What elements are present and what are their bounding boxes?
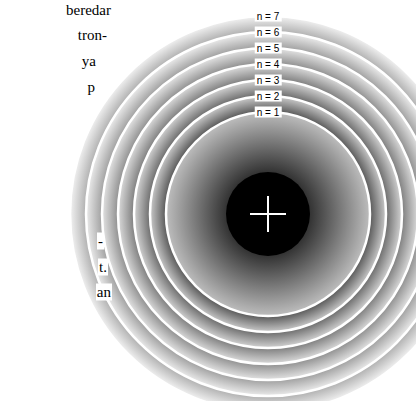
text-fragment: ya xyxy=(81,53,97,70)
nucleus xyxy=(226,172,310,256)
shell xyxy=(150,96,386,332)
shell xyxy=(118,64,416,364)
text-fragment: beredar xyxy=(65,2,112,19)
shell-label: n = 5 xyxy=(255,43,282,54)
electron-shells xyxy=(70,16,416,401)
shell xyxy=(70,16,416,401)
shell-label: n = 6 xyxy=(255,27,282,38)
text-fragment: tron- xyxy=(77,27,108,44)
shell-label: n = 3 xyxy=(255,75,282,86)
shell xyxy=(134,80,402,348)
shell-label: n = 7 xyxy=(255,11,282,22)
shell xyxy=(166,112,370,316)
text-fragment: p xyxy=(87,79,97,96)
text-fragment: t. xyxy=(98,259,108,276)
shell-label: n = 2 xyxy=(255,91,282,102)
shell xyxy=(86,32,416,396)
text-fragment: - xyxy=(97,233,104,250)
text-fragment: an xyxy=(96,284,112,301)
plus-sign xyxy=(250,196,286,232)
shell-label: n = 1 xyxy=(255,107,282,118)
shell-label: n = 4 xyxy=(255,59,282,70)
shell xyxy=(102,48,416,380)
